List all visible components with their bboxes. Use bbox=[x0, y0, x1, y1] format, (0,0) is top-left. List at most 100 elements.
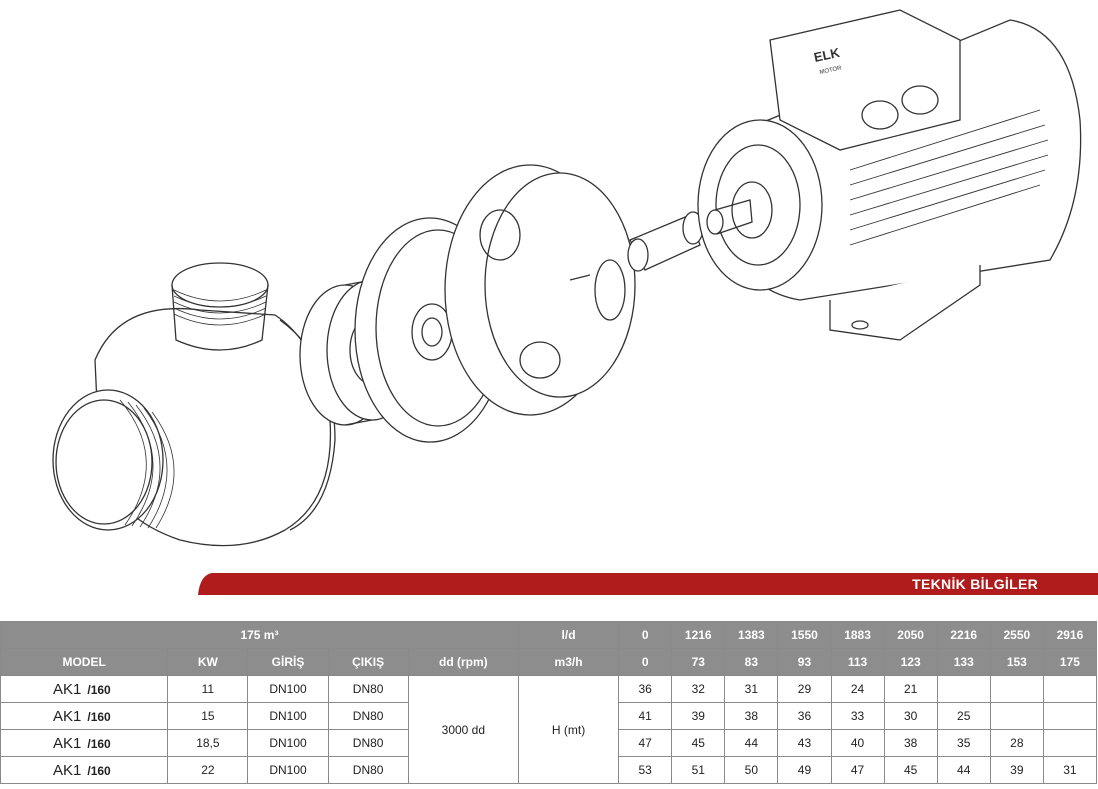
head-cell: 36 bbox=[618, 675, 673, 703]
lpm-label: l/d bbox=[517, 621, 620, 649]
model-name: AK1 bbox=[53, 734, 82, 752]
head-cell bbox=[1042, 729, 1098, 757]
m3h-cell: 175 bbox=[1042, 648, 1098, 676]
head-cell: 47 bbox=[830, 756, 885, 784]
model-cell: AK1/160 bbox=[0, 675, 169, 703]
head-cell: 28 bbox=[989, 729, 1044, 757]
cikis-cell: DN80 bbox=[327, 729, 409, 757]
head-cell: 29 bbox=[777, 675, 832, 703]
lpm-cell: 1216 bbox=[671, 621, 726, 649]
flow-label: 175 m³ bbox=[0, 621, 519, 649]
exploded-pump-drawing: ELK MOTOR bbox=[52, 9, 1082, 547]
m3h-cell: 113 bbox=[830, 648, 885, 676]
head-cell: 53 bbox=[618, 756, 673, 784]
head-cell: 41 bbox=[618, 702, 673, 730]
model-cell: AK1/160 bbox=[0, 729, 169, 757]
rpm-value: 3000 dd bbox=[407, 675, 519, 784]
m3h-cell: 83 bbox=[724, 648, 779, 676]
head-cell bbox=[936, 675, 991, 703]
m3h-cell: 153 bbox=[989, 648, 1044, 676]
section-banner bbox=[198, 573, 1098, 595]
discharge-thread bbox=[173, 289, 267, 326]
kw-cell: 22 bbox=[167, 756, 249, 784]
head-cell bbox=[989, 675, 1044, 703]
model-name: AK1 bbox=[53, 707, 82, 725]
head-cell: 35 bbox=[936, 729, 991, 757]
m3h-cell: 73 bbox=[671, 648, 726, 676]
section-title: TEKNİK BİLGİLER bbox=[912, 576, 1038, 592]
cikis-cell: DN80 bbox=[327, 702, 409, 730]
model-size: /160 bbox=[87, 763, 111, 778]
head-cell: 45 bbox=[883, 756, 938, 784]
lpm-cell: 2550 bbox=[989, 621, 1044, 649]
model-size: /160 bbox=[87, 682, 111, 697]
table-row: AK1/160 15 DN100 DN80 41 39 38 36 33 30 … bbox=[0, 702, 1098, 730]
head-cell: 31 bbox=[724, 675, 779, 703]
kw-cell: 15 bbox=[167, 702, 249, 730]
header-kw: KW bbox=[167, 648, 249, 676]
kw-cell: 18,5 bbox=[167, 729, 249, 757]
head-cell: 31 bbox=[1042, 756, 1098, 784]
shaft-coupling bbox=[627, 211, 704, 272]
head-cell: 25 bbox=[936, 702, 991, 730]
head-cell: 47 bbox=[618, 729, 673, 757]
model-cell: AK1/160 bbox=[0, 702, 169, 730]
head-cell: 45 bbox=[671, 729, 726, 757]
giris-cell: DN100 bbox=[247, 756, 329, 784]
head-cell: 38 bbox=[724, 702, 779, 730]
head-cell bbox=[1042, 675, 1098, 703]
header-rpm: dd (rpm) bbox=[407, 648, 519, 676]
header-giris: GİRİŞ bbox=[247, 648, 329, 676]
head-cell: 44 bbox=[724, 729, 779, 757]
model-size: /160 bbox=[87, 736, 111, 751]
head-cell: 38 bbox=[883, 729, 938, 757]
head-cell: 32 bbox=[671, 675, 726, 703]
head-cell bbox=[989, 702, 1044, 730]
model-cell: AK1/160 bbox=[0, 756, 169, 784]
cooling-fins bbox=[849, 109, 1049, 246]
head-label: H (mt) bbox=[517, 675, 620, 784]
lpm-cell: 0 bbox=[618, 621, 673, 649]
m3h-cell: 123 bbox=[883, 648, 938, 676]
flow-lpm-row: 175 m³ l/d 0 1216 1383 1550 1883 2050 22… bbox=[0, 621, 1098, 649]
head-cell: 30 bbox=[883, 702, 938, 730]
head-cell: 39 bbox=[671, 702, 726, 730]
lpm-cell: 1383 bbox=[724, 621, 779, 649]
header-cikis: ÇIKIŞ bbox=[327, 648, 409, 676]
lpm-cell: 2916 bbox=[1042, 621, 1098, 649]
giris-cell: DN100 bbox=[247, 729, 329, 757]
suction-thread bbox=[119, 399, 175, 529]
head-cell: 40 bbox=[830, 729, 885, 757]
m3h-cell: 0 bbox=[618, 648, 673, 676]
m3h-cell: 133 bbox=[936, 648, 991, 676]
lpm-cell: 1883 bbox=[830, 621, 885, 649]
header-row: MODEL KW GİRİŞ ÇIKIŞ dd (rpm) m3/h 0 73 … bbox=[0, 648, 1098, 676]
head-cell: 21 bbox=[883, 675, 938, 703]
head-cell: 50 bbox=[724, 756, 779, 784]
head-cell: 51 bbox=[671, 756, 726, 784]
pump-volute-casing bbox=[52, 262, 336, 547]
lpm-cell: 2050 bbox=[883, 621, 938, 649]
giris-cell: DN100 bbox=[247, 675, 329, 703]
head-cell: 44 bbox=[936, 756, 991, 784]
head-cell: 24 bbox=[830, 675, 885, 703]
giris-cell: DN100 bbox=[247, 702, 329, 730]
motor-logo-sub: MOTOR bbox=[819, 65, 843, 76]
table-row: AK1/160 11 DN100 DN80 3000 dd H (mt) 36 … bbox=[0, 675, 1098, 784]
lpm-cell: 1550 bbox=[777, 621, 832, 649]
head-cell: 39 bbox=[989, 756, 1044, 784]
cikis-cell: DN80 bbox=[327, 756, 409, 784]
lantern-adapter bbox=[444, 164, 636, 416]
lpm-cell: 2216 bbox=[936, 621, 991, 649]
table-row: AK1/160 18,5 DN100 DN80 47 45 44 43 40 3… bbox=[0, 729, 1098, 757]
head-cell: 33 bbox=[830, 702, 885, 730]
model-name: AK1 bbox=[53, 761, 82, 779]
cikis-cell: DN80 bbox=[327, 675, 409, 703]
table-row: AK1/160 22 DN100 DN80 53 51 50 49 47 45 … bbox=[0, 756, 1098, 784]
model-size: /160 bbox=[87, 709, 111, 724]
head-cell: 49 bbox=[777, 756, 832, 784]
head-cell: 36 bbox=[777, 702, 832, 730]
kw-cell: 11 bbox=[167, 675, 249, 703]
head-cell bbox=[1042, 702, 1098, 730]
m3h-cell: 93 bbox=[777, 648, 832, 676]
